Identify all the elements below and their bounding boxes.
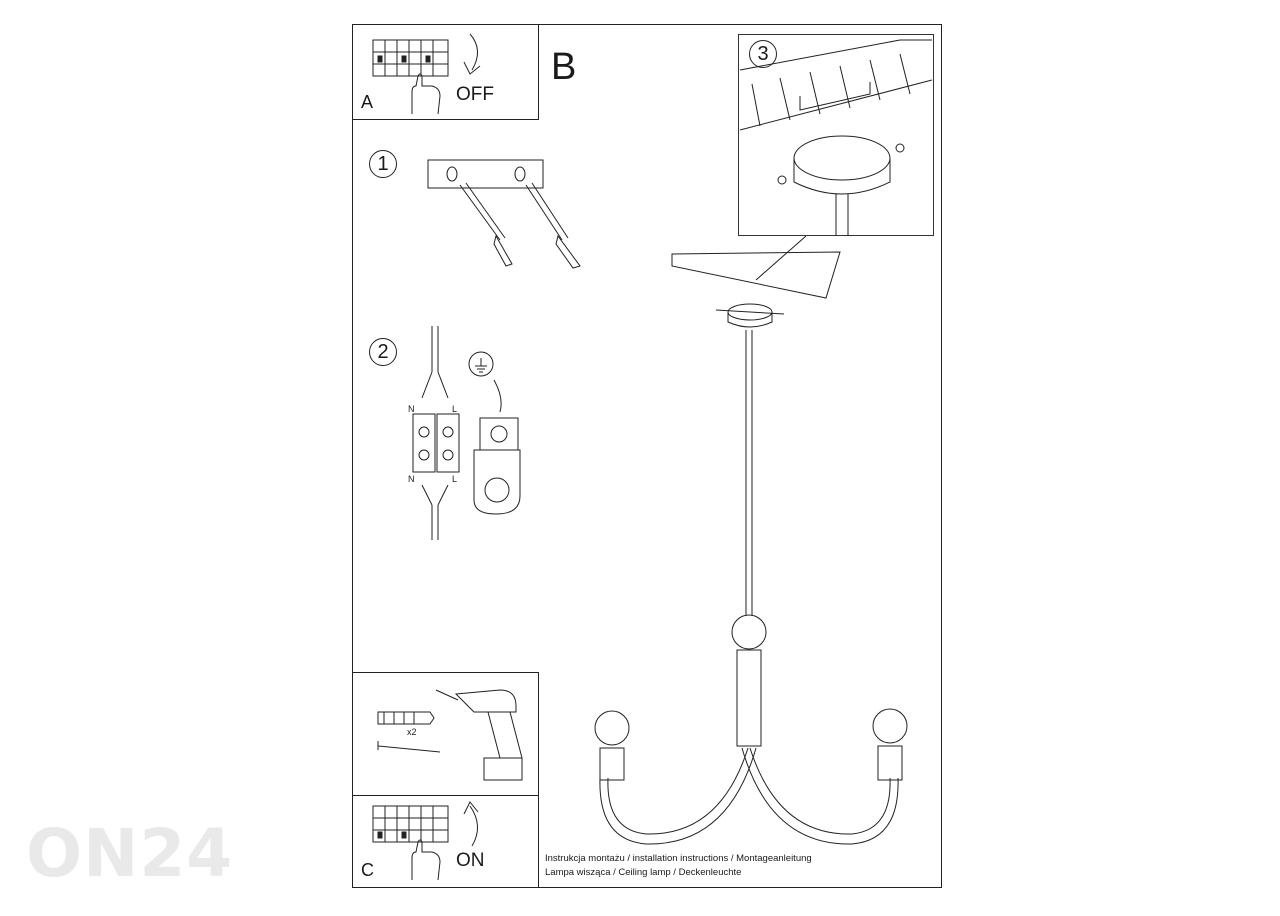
wire-label-l-top: L <box>452 404 458 414</box>
panel-b-letter: B <box>551 46 577 88</box>
screw-anchor-icon <box>459 182 581 269</box>
mounting-bracket-icon <box>427 159 544 189</box>
panel-c-letter: C <box>361 860 374 880</box>
breaker-panel-icon <box>372 39 449 77</box>
watermark-logo: ON24 <box>26 815 234 892</box>
footer-product: Lampa wisząca / Ceiling lamp / Deckenleu… <box>545 867 742 878</box>
panel-c-power-on <box>352 795 539 888</box>
panel-a-letter: A <box>361 92 374 112</box>
footer-instructions: Instrukcja montażu / installation instru… <box>545 853 812 864</box>
step-1-badge: 1 <box>369 150 397 178</box>
wire-label-n-top: N <box>408 404 415 414</box>
terminal-block-icon <box>412 326 460 540</box>
arm-left <box>599 747 757 845</box>
hand-icon <box>411 73 441 115</box>
suspension-rod <box>745 330 753 616</box>
canopy-icon <box>715 303 785 328</box>
arm-right <box>741 747 899 845</box>
off-label: OFF <box>456 84 494 105</box>
wire-label-l-bottom: L <box>452 474 458 484</box>
drill-icon <box>435 689 523 781</box>
ceiling-detail-icon <box>739 39 933 236</box>
center-bulb-icon <box>731 614 767 747</box>
step-2-badge: 2 <box>369 338 397 366</box>
right-bulb-icon <box>872 708 908 781</box>
hand-icon-c <box>411 839 441 881</box>
arrow-up-icon <box>463 801 479 847</box>
ceiling-plate-icon <box>671 251 841 299</box>
panel-a-power-off <box>352 24 539 120</box>
arrow-down-icon <box>463 33 481 75</box>
instruction-sheet <box>352 24 942 888</box>
wire-label-n-bottom: N <box>408 474 415 484</box>
step-3-badge: 3 <box>749 40 777 68</box>
breaker-panel-icon-c <box>372 805 449 843</box>
wall-plug-icon <box>377 711 435 725</box>
on-label: ON <box>456 850 485 871</box>
left-bulb-icon <box>594 710 630 781</box>
quantity-label: x2 <box>407 727 417 737</box>
ground-terminal-icon <box>468 351 521 515</box>
screw-icon <box>377 741 441 753</box>
